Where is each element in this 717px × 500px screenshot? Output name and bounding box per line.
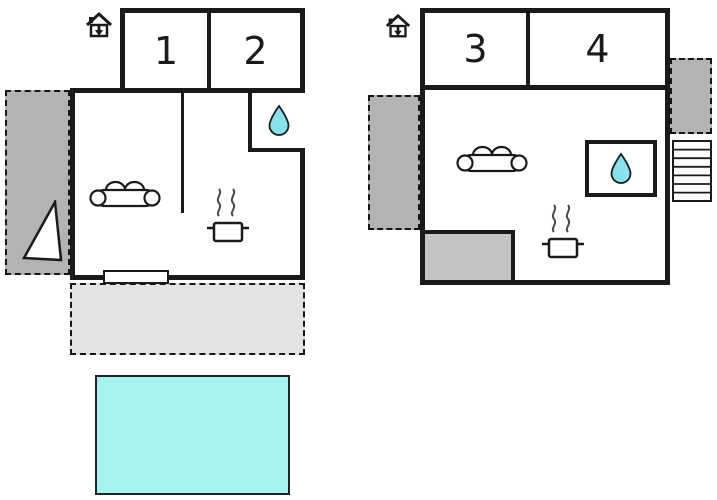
right-rooms-strip: 3 4 <box>420 8 670 90</box>
left-interior-wall <box>181 93 184 213</box>
stove-steam-icon <box>542 204 584 259</box>
water-drop-icon <box>610 151 632 184</box>
house-entrance-icon <box>385 13 411 38</box>
left-unit-outline <box>70 88 305 280</box>
sofa-icon <box>89 180 161 208</box>
room-4-label: 4 <box>585 27 610 71</box>
room-1-label: 1 <box>153 28 179 73</box>
left-bottom-terrace <box>70 283 305 355</box>
swimming-pool <box>95 375 290 495</box>
right-unit-outline <box>420 85 670 285</box>
sofa-icon <box>456 145 528 173</box>
storage-area <box>425 230 515 283</box>
window-bench <box>103 270 169 284</box>
room-3-label: 3 <box>463 27 488 71</box>
right-bathroom <box>585 140 657 197</box>
room-4: 4 <box>530 13 665 85</box>
room-1: 1 <box>125 13 211 88</box>
triangle-marker <box>21 200 63 262</box>
right-upper-terrace <box>670 58 712 134</box>
water-drop-icon <box>268 103 289 136</box>
left-rooms-strip: 1 2 <box>120 8 305 93</box>
room-3: 3 <box>425 13 530 85</box>
stove-steam-icon <box>207 188 249 243</box>
stairs-icon <box>672 140 712 202</box>
room-2-label: 2 <box>243 28 268 73</box>
right-side-terrace <box>368 95 420 230</box>
left-bathroom <box>248 93 305 152</box>
house-entrance-icon <box>85 11 113 38</box>
room-2: 2 <box>211 13 300 88</box>
